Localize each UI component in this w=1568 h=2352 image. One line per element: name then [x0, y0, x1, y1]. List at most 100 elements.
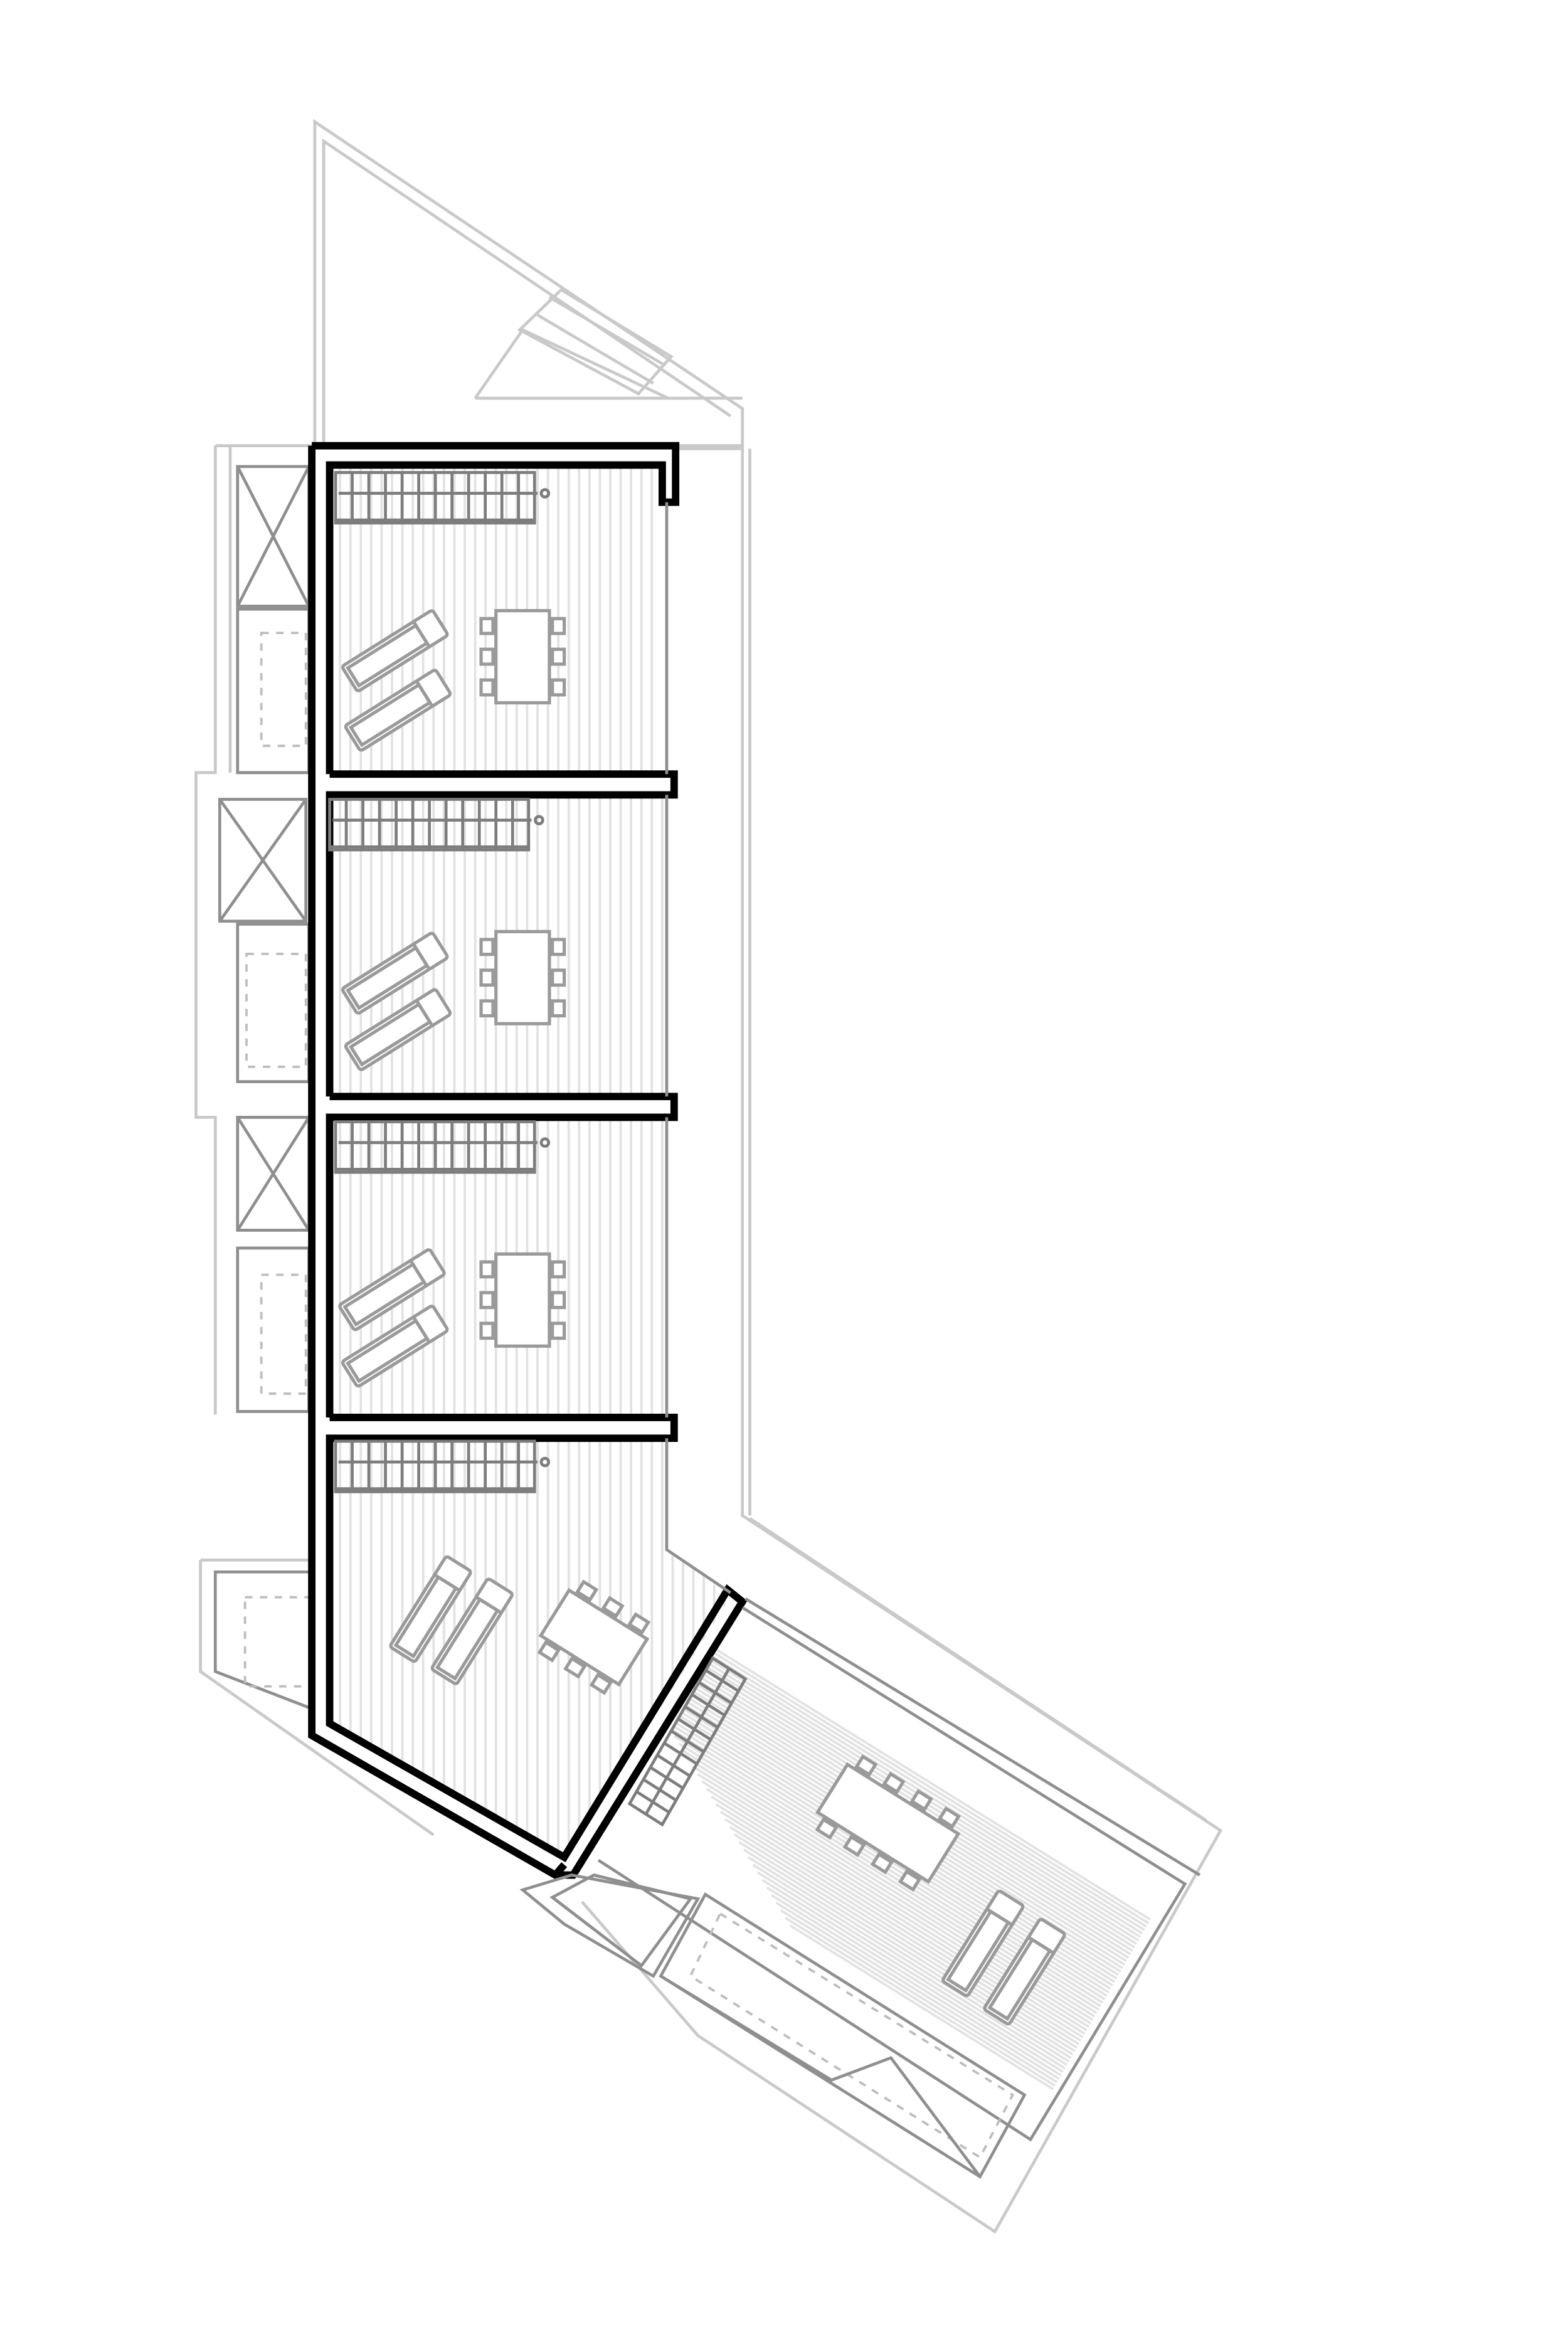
chair [551, 1291, 566, 1310]
dining-set [479, 609, 566, 705]
deck-board [608, 1629, 1176, 2094]
table [815, 1762, 961, 1884]
deck-board [729, 1826, 1176, 2134]
deck-board [715, 1803, 1176, 2134]
chair [563, 1656, 587, 1679]
deck-board [701, 1780, 1176, 2134]
lounger-backrest [409, 1259, 428, 1287]
deck-board [687, 1757, 1176, 2134]
chair [479, 999, 495, 1018]
stair-3 [334, 1120, 551, 1174]
deck-board [706, 1788, 1176, 2134]
chair [551, 938, 566, 956]
deck-board [752, 1863, 1176, 2134]
chair [815, 1817, 839, 1840]
chair [479, 617, 495, 635]
bottom-wing [519, 1597, 1201, 2179]
chair [909, 1789, 933, 1812]
chair [937, 1806, 961, 1829]
table [494, 930, 551, 1025]
chair [479, 678, 495, 697]
sun-lounger [389, 1555, 472, 1663]
dining-set [537, 1579, 651, 1695]
dining-set [479, 930, 566, 1025]
context-outline [194, 119, 1223, 2234]
decking [339, 465, 1176, 2134]
deck-board [692, 1765, 1176, 2134]
context-stair [536, 295, 666, 385]
chair [627, 1612, 651, 1635]
deck-board [771, 1894, 1176, 2134]
chair [870, 1851, 894, 1875]
lounger-backrest [415, 999, 434, 1027]
chair [537, 1640, 561, 1663]
deck-board [682, 1750, 1176, 2134]
deck-board [696, 1772, 1176, 2134]
chair [479, 1291, 495, 1310]
lounger-backrest [1027, 1936, 1055, 1955]
deck-board [780, 1909, 1176, 2134]
deck-board [596, 1604, 1176, 2055]
chair [479, 647, 495, 666]
lounger-backrest [475, 1596, 502, 1614]
deck-board [756, 1871, 1176, 2134]
deck-board [596, 1604, 1176, 2018]
stair-1 [334, 470, 551, 525]
party-walls [308, 442, 748, 1880]
stair-4 [334, 1439, 551, 1493]
deck-board [599, 1613, 1176, 2078]
chair [479, 968, 495, 987]
deck-board [596, 1606, 1176, 2070]
deck-board [785, 1917, 1176, 2134]
dining-set [479, 1252, 566, 1348]
deck-board [748, 1856, 1176, 2134]
table [494, 609, 551, 705]
stair-2 [328, 798, 544, 852]
furniture [338, 609, 1066, 2026]
dining-set [815, 1754, 961, 1892]
chair [551, 678, 566, 697]
deck-board [618, 1644, 1176, 2109]
chair [551, 647, 566, 666]
chair [898, 1869, 922, 1892]
chair [551, 617, 566, 635]
deck-board [604, 1621, 1176, 2085]
table [494, 1252, 551, 1348]
table [538, 1587, 650, 1687]
deck-board [719, 1811, 1176, 2134]
stair-5 [627, 1656, 748, 1827]
lounger-backrest [412, 620, 431, 648]
chair [575, 1579, 599, 1602]
chair [551, 968, 566, 987]
deck-board [743, 1848, 1176, 2134]
sun-lounger [983, 1917, 1066, 2026]
lounger-backrest [433, 1573, 461, 1592]
lounger-backrest [412, 943, 431, 970]
deck-board [678, 1742, 1176, 2134]
deck-board [650, 1697, 1176, 2134]
sun-lounger [338, 1248, 446, 1332]
deck-board [734, 1833, 1176, 2134]
deck-board [645, 1689, 1176, 2134]
chair [479, 1260, 495, 1279]
deck-board [711, 1795, 1176, 2134]
lounger-backrest [412, 1316, 431, 1343]
sun-lounger [341, 931, 449, 1015]
chair [589, 1672, 613, 1695]
chair [551, 999, 566, 1018]
deck-board [789, 1924, 1176, 2134]
lounger-backrest [415, 680, 434, 707]
deck-board [613, 1636, 1176, 2101]
deck-board [775, 1902, 1176, 2134]
deck-board [622, 1651, 1176, 2116]
chair [479, 1322, 495, 1340]
sun-lounger [341, 1305, 449, 1388]
chair [842, 1835, 866, 1857]
chair [854, 1754, 878, 1777]
deck-board [766, 1886, 1176, 2134]
sun-lounger [344, 669, 452, 752]
lounger-backrest [986, 1907, 1014, 1927]
chair [601, 1596, 625, 1619]
sun-lounger [430, 1577, 514, 1685]
